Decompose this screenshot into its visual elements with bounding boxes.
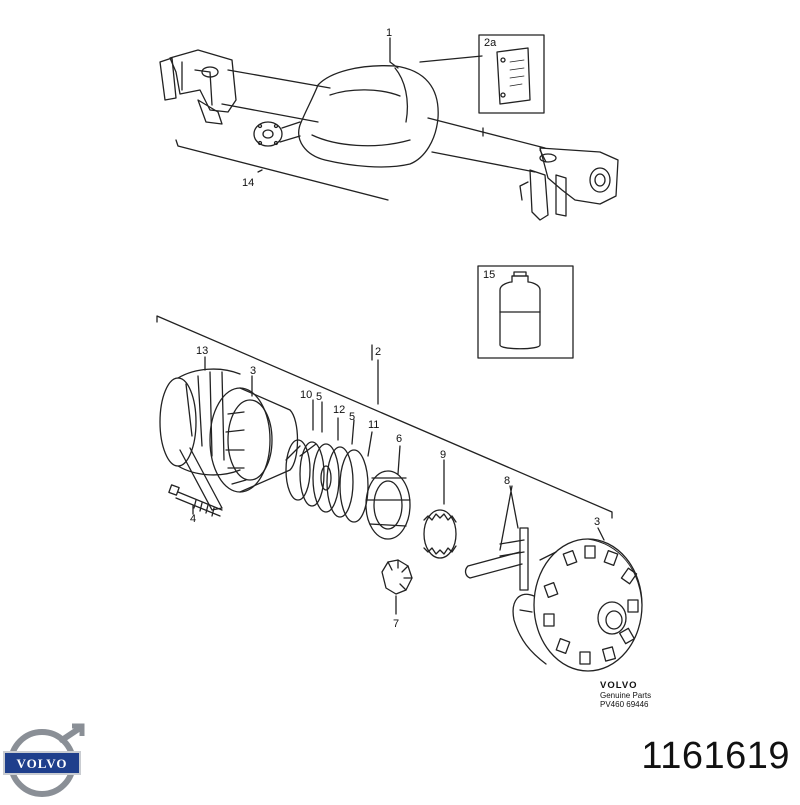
bracket-line-2 [156,315,613,519]
oil-bottle-box [477,265,574,359]
callout-14: 14 [242,177,254,189]
callout-6: 6 [396,433,402,445]
callout-2a: 2a [484,37,497,49]
bracket-line-14 [175,139,389,201]
logo-wordmark: VOLVO [17,756,68,771]
leader-lines-clutch [312,399,373,457]
callout-15: 15 [483,269,495,281]
item-7-pinion-gear [381,559,413,615]
callout-13: 13 [196,345,208,357]
part-number: 1161619 [641,735,790,777]
callout-8: 8 [504,475,510,487]
item-6-pressure-ring [365,445,411,540]
leader-line-2a [419,55,483,63]
clutch-disc-pack [285,439,369,523]
callout-7: 7 [393,618,399,630]
callout-9: 9 [440,449,446,461]
brand-name: VOLVO [600,680,638,691]
callout-5-upper: 5 [316,391,322,403]
callout-5: 5 [349,411,355,423]
item-3-right-case [512,527,643,672]
callout-4: 4 [190,513,196,525]
callout-3-right: 3 [594,516,600,528]
callout-10: 10 [300,389,312,401]
callout-2: 2 [375,346,381,358]
callout-3-left: 3 [250,365,256,377]
brand-line-2: PV460 69446 [600,700,649,709]
item-4-bolt [168,484,223,517]
volvo-logo-icon: VOLVO [3,723,85,797]
genuine-parts-block: VOLVO Genuine Parts PV460 69446 [600,680,651,709]
callout-12: 12 [333,404,345,416]
leader-line-14 [257,169,263,173]
label-plate-box [478,34,545,114]
item-9-side-gear [423,459,457,559]
callout-1: 1 [386,27,392,39]
item-13-ring [159,356,241,511]
rear-axle-assembly [159,49,619,221]
item-8-cross-shafts [464,485,529,591]
brand-line-1: Genuine Parts [600,691,651,700]
callout-11: 11 [368,419,379,431]
leader-line-2 [371,344,379,405]
leader-line-1 [389,37,399,69]
